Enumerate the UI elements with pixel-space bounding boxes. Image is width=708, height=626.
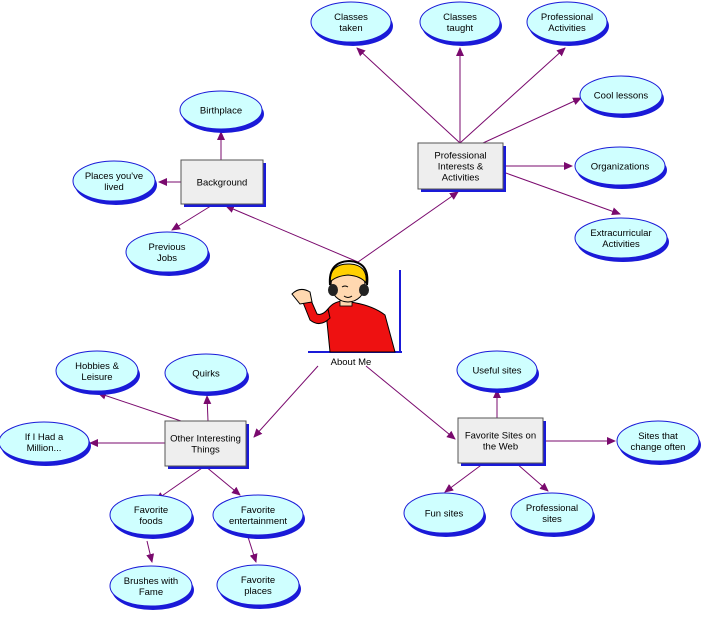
favorite-foods-label-line: foods xyxy=(139,516,162,527)
fun-sites-label-line: Fun sites xyxy=(425,509,464,520)
previous-jobs-label-line: Jobs xyxy=(157,253,177,264)
organizations-label-line: Organizations xyxy=(591,162,650,173)
million-label-line: If I Had a xyxy=(25,432,64,443)
places-lived-label-line: Places you've xyxy=(85,171,143,182)
professional-sites-label-line: sites xyxy=(542,514,562,525)
professional-label-line: Interests & xyxy=(438,162,484,173)
about-me-node[interactable]: About Me xyxy=(291,259,402,368)
connector-prof-activities xyxy=(459,47,566,144)
quirks-label-line: Quirks xyxy=(192,369,220,380)
favorite-entertainment-label-line: entertainment xyxy=(229,516,287,527)
sites-change-label-line: change often xyxy=(631,442,686,453)
million-label-line: Million... xyxy=(27,443,62,454)
connector-sites-professional xyxy=(515,462,549,492)
favorite-sites-label-line: Favorite Sites on xyxy=(465,431,536,442)
connector-center-other xyxy=(253,365,319,438)
connector-prof-extra xyxy=(502,171,621,216)
background-box[interactable]: Background xyxy=(180,159,266,207)
classes-taken-label-line: Classes xyxy=(334,12,368,23)
extracurricular-label-line: Activities xyxy=(602,239,640,250)
sites-change-label-line: Sites that xyxy=(638,431,678,442)
connector-center-background xyxy=(225,205,359,263)
useful-sites-label-line: Useful sites xyxy=(472,366,521,377)
classes-taught-label-line: Classes xyxy=(443,12,477,23)
favorite-sites-label-line: the Web xyxy=(483,442,518,453)
classes-taught-label-line: taught xyxy=(447,23,474,34)
background-label-line: Background xyxy=(197,178,248,189)
useful-sites-oval[interactable]: Useful sites xyxy=(456,350,539,393)
quirks-oval[interactable]: Quirks xyxy=(164,353,249,396)
extracurricular-label-line: Extracurricular xyxy=(590,228,651,239)
professional-label-line: Activities xyxy=(442,173,480,184)
connector-other-quirks xyxy=(203,395,212,422)
connector-prof-taken xyxy=(356,47,461,144)
organizations-oval[interactable]: Organizations xyxy=(574,146,667,189)
connector-entertainment-places xyxy=(247,536,258,563)
professional-activities-label-line: Activities xyxy=(548,23,586,34)
favorite-places-label-line: places xyxy=(244,586,272,597)
connectors xyxy=(89,47,621,563)
connector-foods-brushes xyxy=(146,540,155,563)
previous-jobs-label-line: Previous xyxy=(149,242,186,253)
connector-sites-fun xyxy=(444,462,485,493)
connector-center-professional xyxy=(357,191,459,263)
connector-other-entertainment xyxy=(204,465,241,496)
cool-lessons-label-line: Cool lessons xyxy=(594,91,649,102)
connector-center-sites xyxy=(365,365,456,440)
brushes-fame-label-line: Brushes with xyxy=(124,576,178,587)
connector-background-jobs xyxy=(171,203,215,231)
hobbies-label-line: Hobbies & xyxy=(75,361,119,372)
connector-other-hobbies xyxy=(97,391,182,422)
birthplace-label-line: Birthplace xyxy=(200,106,242,117)
professional-activities-label-line: Professional xyxy=(541,12,593,23)
million-oval[interactable]: If I Had aMillion... xyxy=(0,421,91,466)
person-illustration xyxy=(291,259,402,353)
hobbies-label-line: Leisure xyxy=(81,372,112,383)
professional-label-line: Professional xyxy=(434,151,486,162)
brushes-fame-label-line: Fame xyxy=(139,587,163,598)
favorite-entertainment-label-line: Favorite xyxy=(241,505,275,516)
connector-prof-cool xyxy=(482,97,582,144)
favorite-foods-label-line: Favorite xyxy=(134,505,168,516)
other-label-line: Things xyxy=(191,445,220,456)
hobbies-oval[interactable]: Hobbies &Leisure xyxy=(55,350,140,395)
places-lived-label-line: lived xyxy=(104,182,124,193)
favorite-places-label-line: Favorite xyxy=(241,575,275,586)
cool-lessons-oval[interactable]: Cool lessons xyxy=(579,75,664,118)
connector-other-foods xyxy=(155,465,206,501)
professional-sites-label-line: Professional xyxy=(526,503,578,514)
other-label-line: Other Interesting xyxy=(170,434,241,445)
fun-sites-oval[interactable]: Fun sites xyxy=(403,492,486,537)
birthplace-oval[interactable]: Birthplace xyxy=(179,90,264,133)
about-me-label: About Me xyxy=(331,357,372,368)
classes-taken-label-line: taken xyxy=(339,23,362,34)
